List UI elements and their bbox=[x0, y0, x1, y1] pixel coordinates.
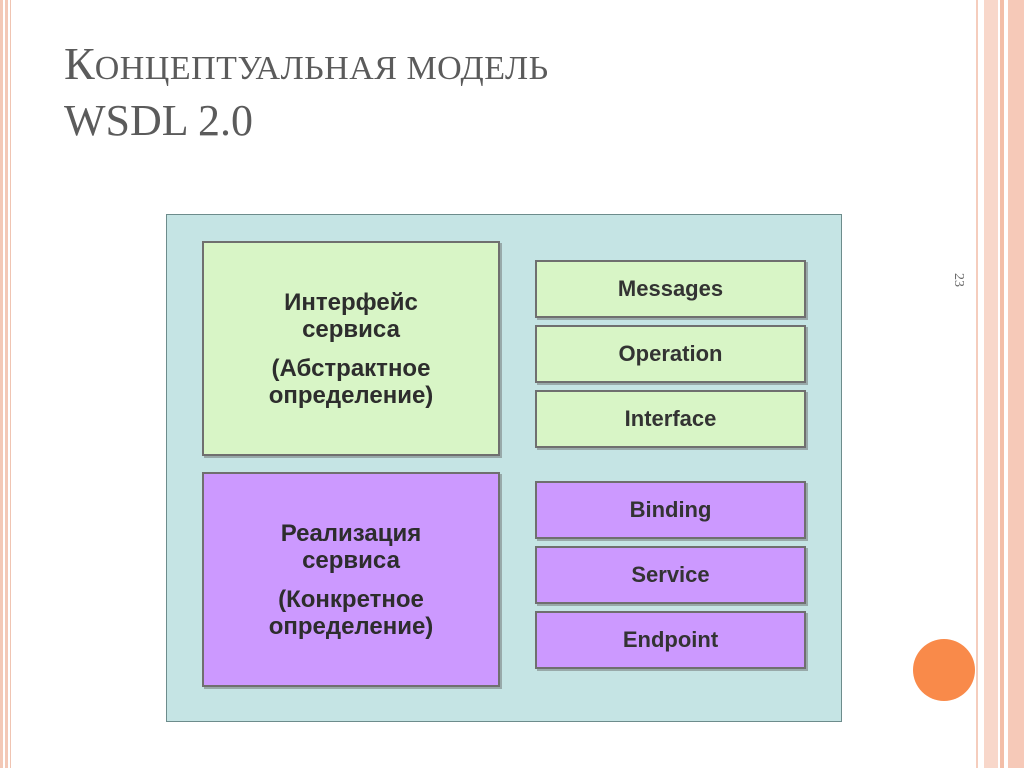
abstract-box-line: определение) bbox=[268, 381, 434, 409]
slide-number: 23 bbox=[951, 273, 966, 287]
concrete-definition-box: Реализация сервиса (Конкретное определен… bbox=[202, 472, 500, 687]
right-stripes-decoration bbox=[976, 0, 1024, 768]
concrete-box-line: (Конкретное bbox=[278, 585, 424, 613]
slide-title-line2: WSDL 2.0 bbox=[64, 96, 254, 145]
right-stripe bbox=[984, 0, 998, 768]
right-stripe bbox=[976, 0, 978, 768]
slide-title-line1: ОНЦЕПТУАЛЬНАЯ МОДЕЛЬ bbox=[94, 50, 549, 87]
left-rule-decoration bbox=[10, 0, 11, 768]
abstract-box-line: (Абстрактное bbox=[271, 354, 431, 382]
wsdl-diagram: Интерфейс сервиса (Абстрактное определен… bbox=[166, 214, 842, 722]
abstract-box-line: сервиса bbox=[302, 315, 400, 343]
interface-box: Interface bbox=[535, 390, 806, 448]
messages-box: Messages bbox=[535, 260, 806, 318]
endpoint-box: Endpoint bbox=[535, 611, 806, 669]
right-stripe bbox=[1000, 0, 1004, 768]
accent-circle bbox=[913, 639, 975, 701]
operation-box: Operation bbox=[535, 325, 806, 383]
concrete-box-line: сервиса bbox=[302, 546, 400, 574]
concrete-box-line: определение) bbox=[268, 612, 434, 640]
binding-box: Binding bbox=[535, 481, 806, 539]
abstract-definition-box: Интерфейс сервиса (Абстрактное определен… bbox=[202, 241, 500, 456]
slide-title: КОНЦЕПТУАЛЬНАЯ МОДЕЛЬ WSDL 2.0 bbox=[64, 38, 549, 147]
right-stripe bbox=[1008, 0, 1024, 768]
abstract-box-line: Интерфейс bbox=[284, 288, 418, 316]
left-border-decoration bbox=[0, 0, 8, 768]
concrete-box-line: Реализация bbox=[280, 519, 422, 547]
service-box: Service bbox=[535, 546, 806, 604]
slide-title-initial: К bbox=[64, 38, 95, 89]
